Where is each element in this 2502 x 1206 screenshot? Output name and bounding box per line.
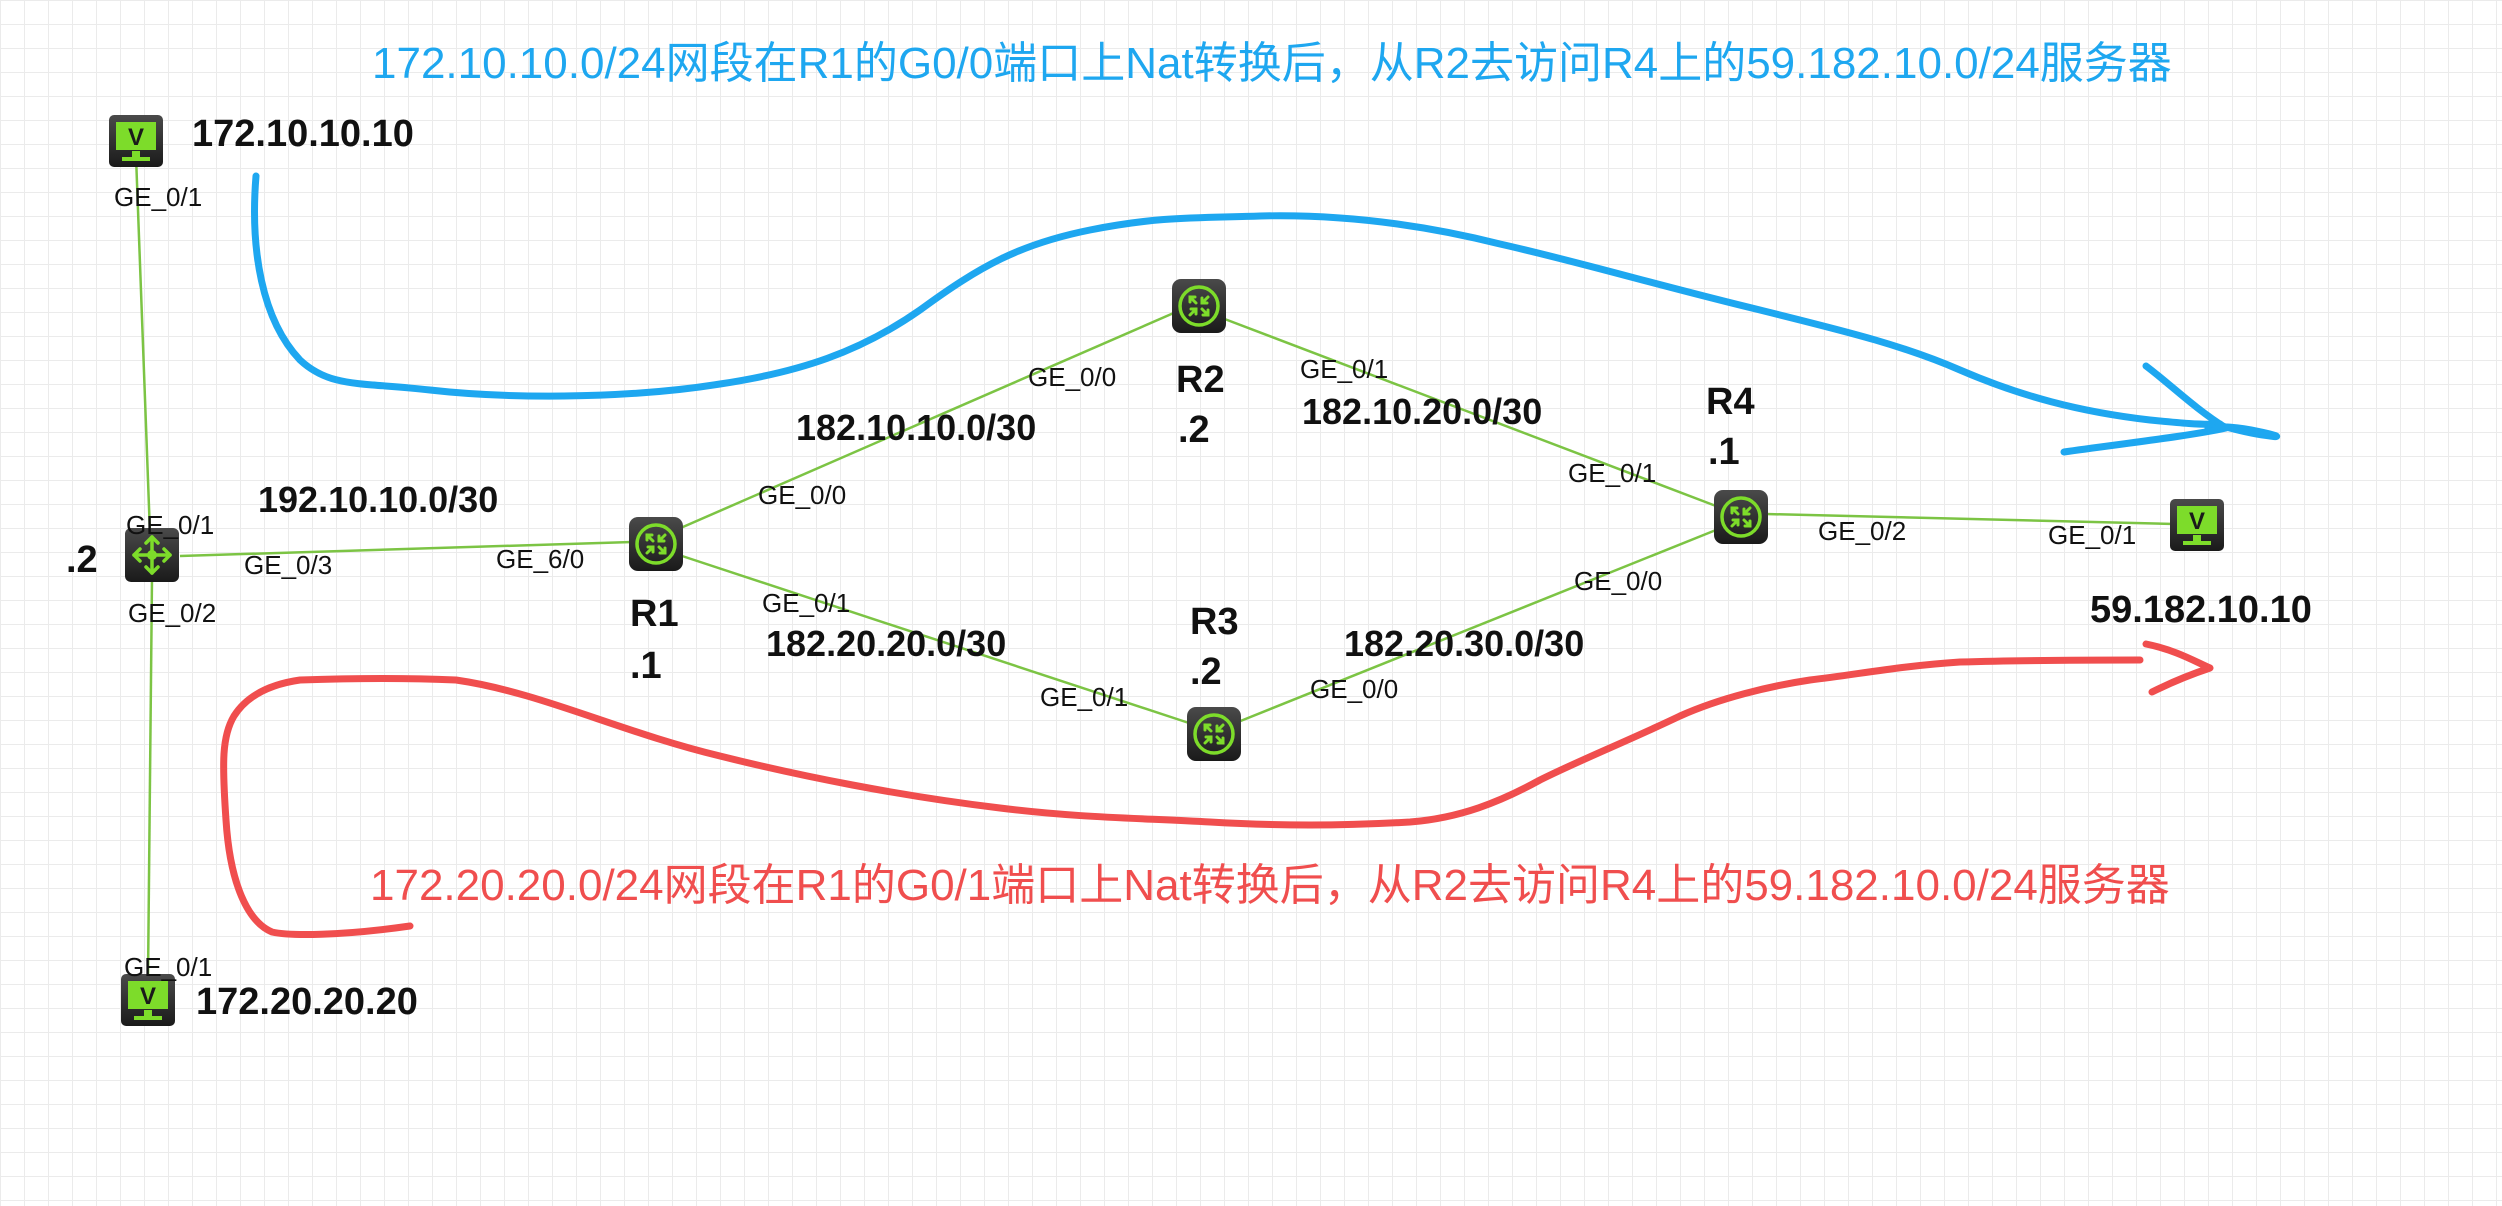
port-r2-left: GE_0/0 — [1028, 362, 1116, 392]
port-r4-right: GE_0/2 — [1818, 516, 1906, 546]
r3-address: .2 — [1190, 651, 1222, 693]
r2-address: .2 — [1178, 409, 1210, 451]
port-r3-left: GE_0/1 — [1040, 682, 1128, 712]
pc-top-label: 172.10.10.10 — [192, 113, 414, 155]
link-switch-r1 — [179, 540, 633, 558]
r1-name: R1 — [630, 593, 679, 635]
v-monitor-icon — [2170, 499, 2224, 551]
router-icon — [1171, 278, 1227, 334]
blue-path-annotation — [251, 172, 2281, 456]
red-path-annotation — [220, 640, 2214, 938]
net-r1-r2: 182.10.10.0/30 — [796, 407, 1036, 448]
r3-name: R3 — [1190, 601, 1239, 643]
port-r3-right: GE_0/0 — [1310, 674, 1398, 704]
link-r1-r3 — [675, 552, 1193, 726]
port-r1-down: GE_0/1 — [762, 588, 850, 618]
server[interactable]: 59.182.10.10 GE_0/1 — [2048, 499, 2312, 631]
pc-bottom-label: 172.20.20.20 — [196, 981, 418, 1023]
net-sw-r1: 192.10.10.0/30 — [258, 479, 498, 520]
net-r3-r4: 182.20.30.0/30 — [1344, 623, 1584, 664]
link-r3-r4 — [1237, 528, 1717, 724]
router-icon — [628, 516, 684, 572]
router-r2[interactable]: R2 .2 GE_0/0 GE_0/1 — [1028, 278, 1388, 451]
port-switch-bottom: GE_0/2 — [128, 598, 216, 628]
banner-bottom: 172.20.20.0/24网段在R1的G0/1端口上Nat转换后，从R2去访问… — [370, 861, 2170, 910]
server-label: 59.182.10.10 — [2090, 589, 2312, 631]
link-r4-server — [1765, 512, 2175, 526]
link-pc-top-switch — [134, 155, 152, 535]
port-r4-down: GE_0/0 — [1574, 566, 1662, 596]
layer3-switch[interactable]: .2 GE_0/1 GE_0/3 GE_0/2 — [66, 510, 332, 628]
red-route-stroke — [220, 656, 2144, 938]
r2-name: R2 — [1176, 359, 1225, 401]
pc-top[interactable]: 172.10.10.10 GE_0/1 — [109, 113, 414, 212]
banner-top: 172.10.10.0/24网段在R1的G0/0端口上Nat转换后，从R2去访问… — [372, 39, 2172, 88]
r4-name: R4 — [1706, 381, 1755, 423]
link-r2-r4 — [1221, 316, 1717, 508]
r1-address: .1 — [630, 645, 662, 687]
red-arrowhead — [2142, 640, 2214, 696]
port-server: GE_0/1 — [2048, 520, 2136, 550]
link-r1-r2 — [675, 310, 1177, 532]
pc-bottom[interactable]: 172.20.20.20 GE_0/1 — [121, 952, 418, 1026]
router-r1[interactable]: R1 .1 GE_6/0 GE_0/0 GE_0/1 — [496, 480, 850, 687]
v-monitor-icon — [109, 115, 163, 167]
link-switch-pc-bottom — [146, 577, 154, 979]
port-pc-bottom: GE_0/1 — [124, 952, 212, 982]
port-r1-up: GE_0/0 — [758, 480, 846, 510]
links — [134, 155, 2175, 979]
port-pc-top: GE_0/1 — [114, 182, 202, 212]
router-icon — [1186, 706, 1242, 762]
port-r2-right: GE_0/1 — [1300, 354, 1388, 384]
r4-address: .1 — [1708, 431, 1740, 473]
net-r1-r3: 182.20.20.0/30 — [766, 623, 1006, 664]
blue-route-stroke — [251, 172, 2281, 441]
port-r4-up: GE_0/1 — [1568, 458, 1656, 488]
router-r3[interactable]: R3 .2 GE_0/1 GE_0/0 — [1040, 601, 1398, 762]
port-switch-right: GE_0/3 — [244, 550, 332, 580]
router-icon — [1713, 489, 1769, 545]
net-r2-r4: 182.10.20.0/30 — [1302, 391, 1542, 432]
port-switch-top: GE_0/1 — [126, 510, 214, 540]
router-r4[interactable]: R4 .1 GE_0/1 GE_0/0 GE_0/2 — [1568, 381, 1906, 596]
port-r1-left: GE_6/0 — [496, 544, 584, 574]
switch-address: .2 — [66, 539, 98, 581]
blue-arrowhead — [2060, 362, 2230, 456]
